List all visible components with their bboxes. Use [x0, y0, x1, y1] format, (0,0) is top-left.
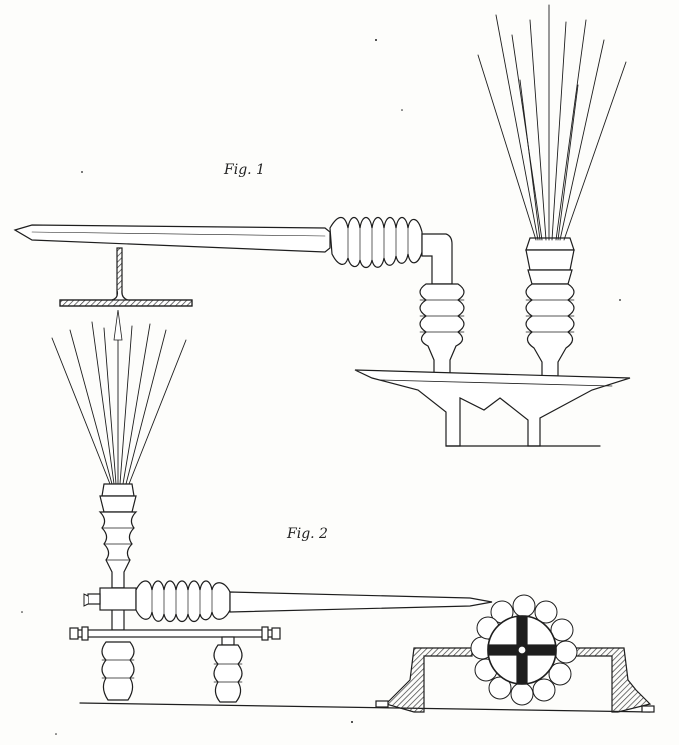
fig1-brush-wires	[477, 4, 627, 241]
fig1-elbow-pipe	[421, 233, 453, 285]
fig2-needle	[229, 591, 493, 613]
fig2-central-cross	[487, 615, 557, 685]
figure-1-label: Fig. 1	[224, 162, 265, 178]
fig2-cross-fitting	[83, 587, 137, 611]
fig1-horizontal-rod	[13, 224, 331, 253]
fig2-brush-wires	[51, 309, 187, 485]
fig1-base-bracket	[354, 369, 631, 447]
paper-specks	[21, 39, 621, 735]
fig2-drawing	[51, 309, 655, 713]
fig1-left-column-insulator	[419, 283, 465, 386]
fig2-horizontal-bar	[69, 626, 281, 641]
fig1-drawing	[13, 4, 631, 447]
fig2-horizontal-insulator	[135, 580, 231, 623]
fig1-t-plate	[59, 247, 193, 307]
fig2-support-insulator	[213, 636, 243, 703]
fig1-horizontal-insulator	[329, 216, 423, 269]
figure-2-label: Fig. 2	[287, 526, 328, 542]
fig2-ground-line	[79, 702, 651, 713]
fig2-housing	[375, 647, 655, 713]
fig1-right-column-insulator	[525, 237, 575, 386]
